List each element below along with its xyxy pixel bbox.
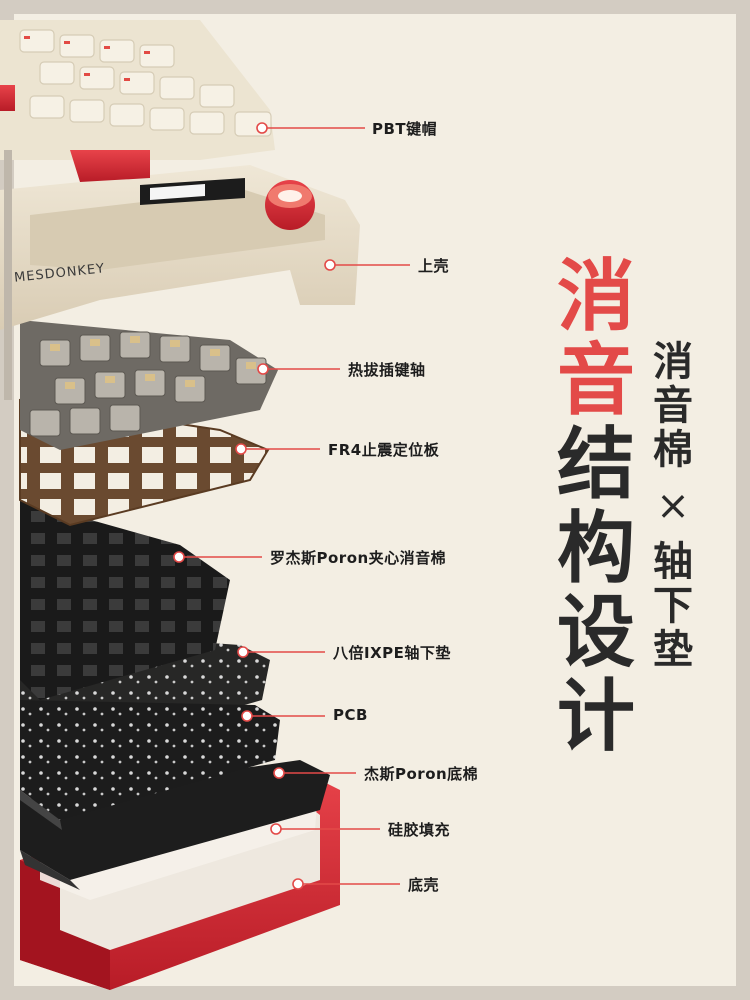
times-symbol: × [656, 483, 690, 529]
subtitle-char: 音 [653, 383, 693, 429]
main-title: 消 音 结 构 设 计 [546, 255, 646, 759]
subtitle-char: 棉 [653, 427, 693, 473]
top-case [0, 165, 360, 330]
layer-label-silicone-fill: 硅胶填充 [388, 821, 451, 839]
sandwich-foam [20, 500, 230, 700]
subtitle-char: 消 [653, 339, 693, 385]
subtitle-char: 下 [653, 583, 693, 629]
layer-label-sandwich-foam: 罗杰斯Poron夹心消音棉 [270, 549, 447, 567]
keycaps [0, 20, 275, 182]
title-char: 消 [556, 252, 635, 342]
layer-label-pcb: PCB [333, 706, 368, 724]
layer-label-top-case: 上壳 [418, 257, 450, 275]
subtitle-char: 轴 [653, 539, 693, 585]
subtitle-char: 垫 [653, 627, 693, 673]
layer-label-bottom-case: 底壳 [408, 876, 440, 894]
title-char: 结 [556, 420, 635, 510]
switches [20, 320, 278, 450]
layer-label-bottom-foam: 杰斯Poron底棉 [364, 765, 479, 783]
title-char: 设 [556, 588, 635, 678]
layer-label-fr4-plate: FR4止震定位板 [328, 441, 440, 459]
title-char: 计 [556, 672, 635, 762]
title-char: 构 [556, 504, 635, 594]
title-char: 音 [556, 336, 635, 426]
layer-label-keycaps: PBT键帽 [372, 120, 438, 138]
layer-label-switches: 热拔插键轴 [348, 361, 426, 379]
layer-label-ixpe-pad: 八倍IXPE轴下垫 [333, 644, 451, 662]
subtitle: 消 音 棉 × 轴 下 垫 [648, 340, 698, 672]
